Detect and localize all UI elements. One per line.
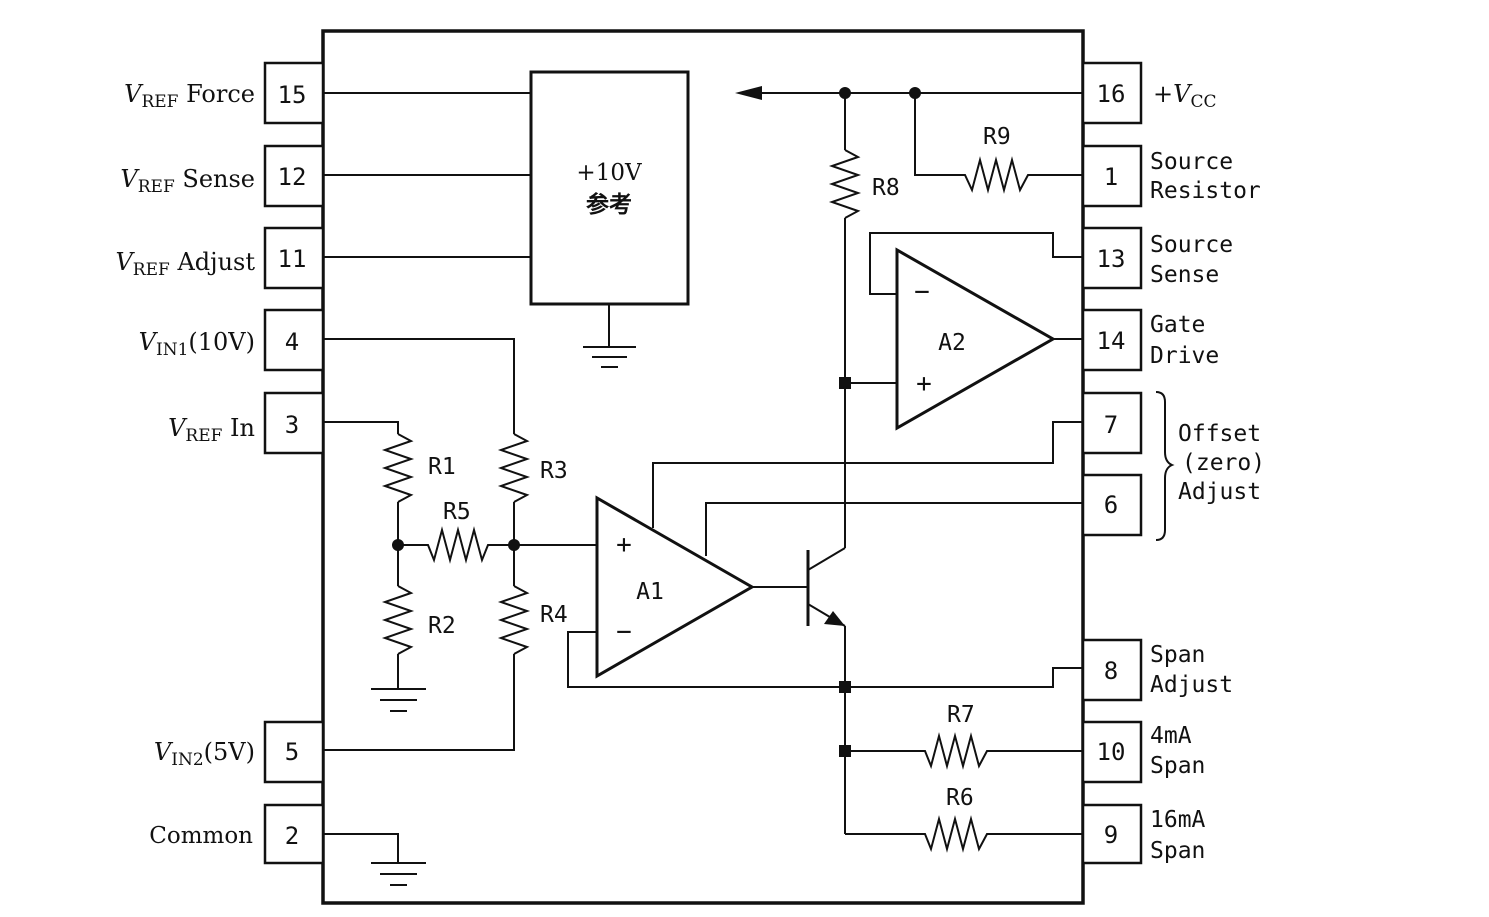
pin-label: VIN1(10V) bbox=[139, 328, 255, 360]
r8-label: R8 bbox=[872, 175, 900, 201]
pin-label: VREF Force bbox=[124, 80, 255, 112]
pin-number: 6 bbox=[1104, 491, 1118, 519]
pin-3: 3 VREF In bbox=[168, 391, 325, 455]
pin-6: 6 bbox=[1081, 473, 1143, 537]
pin-9: 9 16mA Span bbox=[1081, 803, 1206, 865]
pin-14: 14 Gate Drive bbox=[1081, 308, 1219, 372]
pin-label-line1: Source bbox=[1150, 149, 1233, 175]
transistor-icon bbox=[806, 383, 846, 627]
pin-5: 5 VIN2(5V) bbox=[154, 720, 325, 784]
offset-brace bbox=[1155, 391, 1175, 541]
pin-label: VIN2(5V) bbox=[154, 738, 255, 770]
r5-label: R5 bbox=[443, 499, 471, 525]
pin-number: 2 bbox=[285, 822, 299, 850]
pin-label-line2: Span bbox=[1150, 838, 1205, 864]
pin-number: 15 bbox=[278, 81, 307, 109]
a1-plus: + bbox=[616, 530, 632, 560]
resistor-r5 bbox=[398, 526, 514, 564]
pin-label: +VCC bbox=[1153, 80, 1216, 112]
a1-minus: − bbox=[616, 617, 632, 647]
a2-label: A2 bbox=[938, 330, 966, 356]
ic-body bbox=[321, 29, 1085, 905]
pin-number: 10 bbox=[1097, 738, 1126, 766]
pin-label-line1: 4mA bbox=[1150, 723, 1192, 749]
r1-label: R1 bbox=[428, 454, 456, 480]
r4-label: R4 bbox=[540, 602, 568, 628]
amplifier-a2 bbox=[895, 247, 1057, 431]
r6-label: R6 bbox=[946, 785, 974, 811]
pin-label-line2: Resistor bbox=[1150, 178, 1261, 204]
pin-label-line1: Source bbox=[1150, 232, 1233, 258]
pin-12: 12 VREF Sense bbox=[120, 144, 325, 208]
pin-number: 11 bbox=[278, 245, 307, 273]
reference-label-line2: 参考 bbox=[586, 191, 632, 218]
pin-label-line2: Drive bbox=[1150, 343, 1219, 369]
offset-label-line1: Offset bbox=[1178, 421, 1261, 447]
offset-label-line2: (zero) bbox=[1182, 450, 1265, 476]
pin-11: 11 VREF Adjust bbox=[115, 226, 325, 290]
r3-label: R3 bbox=[540, 458, 568, 484]
pin-label-line2: Span bbox=[1150, 753, 1205, 779]
a2-plus: + bbox=[916, 369, 932, 399]
r9-label: R9 bbox=[983, 124, 1011, 150]
ground-icon bbox=[371, 862, 426, 886]
resistor-r7 bbox=[845, 732, 1083, 770]
pin-number: 7 bbox=[1104, 411, 1118, 439]
pin-label-line1: Gate bbox=[1150, 312, 1205, 338]
ground-icon bbox=[371, 688, 426, 712]
pin-number: 1 bbox=[1104, 163, 1118, 191]
pin-number: 12 bbox=[278, 163, 307, 191]
pin-4: 4 VIN1(10V) bbox=[139, 308, 325, 372]
pin-15: 15 VREF Force bbox=[124, 61, 325, 125]
pin-number: 8 bbox=[1104, 657, 1118, 685]
reference-block bbox=[529, 70, 690, 306]
pin-16: 16 +VCC bbox=[1081, 61, 1216, 125]
resistor-r9 bbox=[914, 93, 1083, 194]
resistor-r4 bbox=[497, 585, 531, 655]
arrow-icon bbox=[735, 86, 762, 100]
ground-icon bbox=[583, 304, 636, 368]
reference-label-line1: +10V bbox=[576, 160, 642, 186]
r7-label: R7 bbox=[947, 702, 975, 728]
pin-7: 7 bbox=[1081, 391, 1143, 455]
pin-8: 8 Span Adjust bbox=[1081, 638, 1233, 702]
pin-10: 10 4mA Span bbox=[1081, 720, 1205, 784]
a1-label: A1 bbox=[636, 579, 664, 605]
pin-label-line2: Sense bbox=[1150, 262, 1219, 288]
pin-13: 13 Source Sense bbox=[1081, 226, 1233, 290]
pin-1: 1 Source Resistor bbox=[1081, 144, 1261, 208]
pin-label-line1: 16mA bbox=[1150, 807, 1206, 833]
pin-label: VREF In bbox=[168, 414, 255, 446]
offset-label-line3: Adjust bbox=[1178, 479, 1261, 505]
resistor-r2 bbox=[381, 585, 415, 655]
resistor-r3 bbox=[497, 433, 531, 503]
amplifier-a1 bbox=[595, 495, 756, 679]
resistor-r8 bbox=[828, 149, 862, 219]
pin-number: 5 bbox=[285, 738, 299, 766]
r2-label: R2 bbox=[428, 613, 456, 639]
pin-label: VREF Adjust bbox=[115, 248, 255, 280]
pin-2: 2 Common bbox=[149, 803, 325, 865]
a2-minus: − bbox=[914, 277, 930, 307]
pin-number: 4 bbox=[285, 328, 299, 356]
pin-label-line1: Span bbox=[1150, 642, 1205, 668]
pin-number: 9 bbox=[1104, 821, 1118, 849]
pin-label: Common bbox=[149, 823, 253, 849]
pin-number: 3 bbox=[285, 411, 299, 439]
pin-label: VREF Sense bbox=[120, 165, 255, 197]
pin-number: 13 bbox=[1097, 245, 1126, 273]
pin-label-line2: Adjust bbox=[1150, 672, 1233, 698]
pin-number: 16 bbox=[1097, 80, 1126, 108]
resistor-r6 bbox=[845, 815, 1083, 853]
pin-number: 14 bbox=[1097, 327, 1126, 355]
resistor-r1 bbox=[381, 433, 415, 503]
